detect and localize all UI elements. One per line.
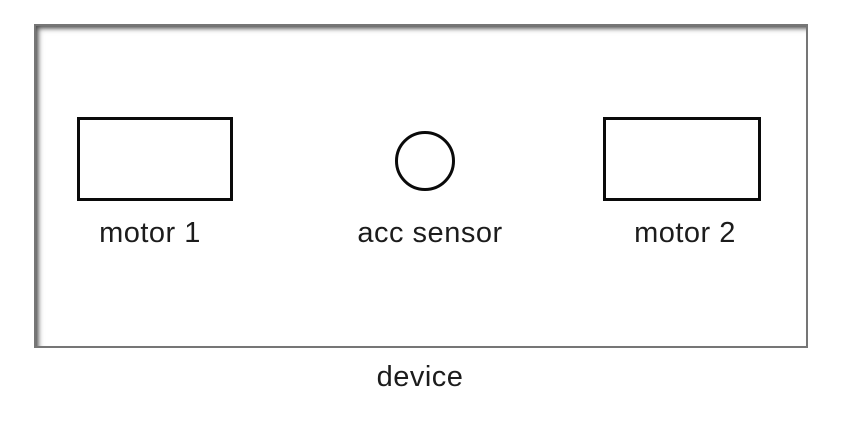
device-label: device xyxy=(376,361,464,393)
motor-1-label: motor 1 xyxy=(99,217,201,249)
motor-2-label: motor 2 xyxy=(634,217,736,249)
device-outline-box: motor 1 acc sensor motor 2 xyxy=(34,24,808,348)
motor-1-box xyxy=(77,117,233,201)
acc-sensor-label: acc sensor xyxy=(357,217,503,249)
motor-2-box xyxy=(603,117,761,201)
acc-sensor-circle xyxy=(395,131,455,191)
